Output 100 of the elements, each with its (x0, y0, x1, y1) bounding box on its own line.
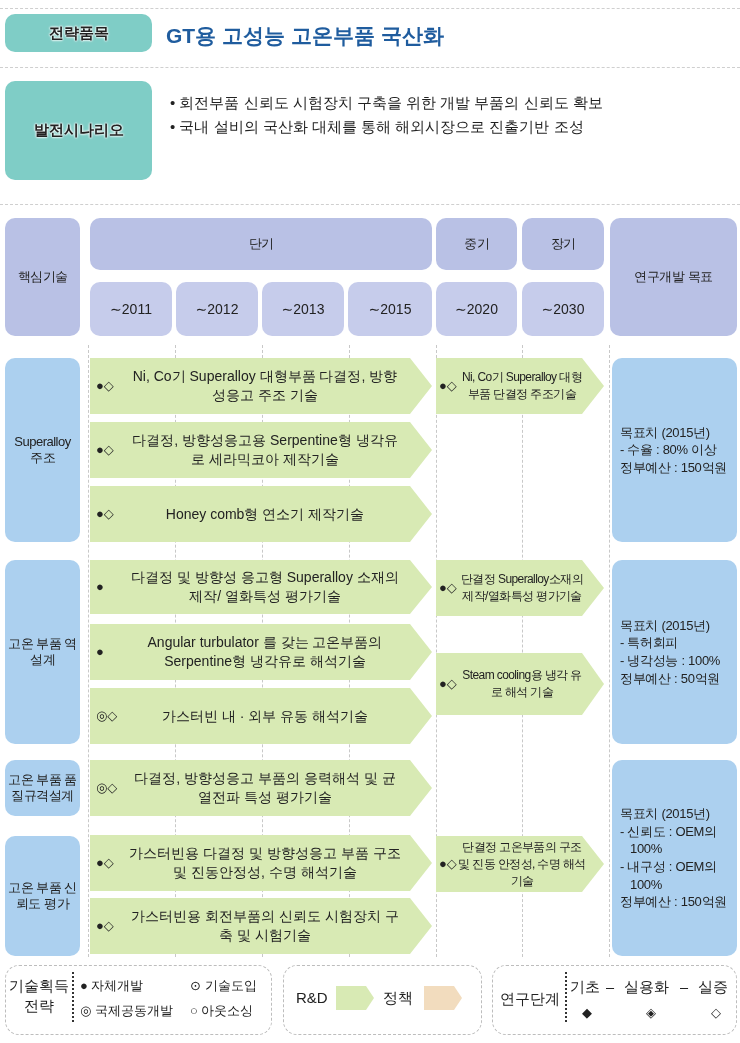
header-box (5, 218, 80, 336)
box-label: 전략품목 (48, 22, 109, 43)
legend-label: 정책 (383, 988, 413, 1008)
box-label: 핵심기술 (16, 268, 69, 286)
category-box (5, 358, 80, 542)
stage-label: 실증 (698, 978, 729, 997)
period-box (176, 282, 258, 336)
box-label: 발전시나리오 (33, 120, 124, 141)
box-label: Superalloy 주조 (13, 433, 72, 467)
box-label: ∼2011 (110, 299, 152, 319)
period-box (522, 282, 604, 336)
stage-separator: – (680, 978, 690, 997)
technology-text: 단결정 Superalloy소재의 제작/열화특성 평가기술 (460, 571, 584, 605)
chevron-bar (436, 653, 604, 715)
technology-text: Ni, Co기 Superalloy 대형 부품 단결정 주조기술 (460, 369, 584, 403)
strategy-marker: ●◇ (439, 579, 457, 597)
chevron-bar (436, 836, 604, 892)
chevron-bar (436, 560, 604, 616)
stage-symbol: ◇ (710, 1004, 722, 1022)
period-box (90, 282, 172, 336)
technology-text: 다결정, 방향성응고 부품의 응력해석 및 균열전파 특성 평가기술 (133, 769, 397, 807)
strategy-marker: ◎◇ (96, 707, 118, 725)
box-label: ∼2015 (368, 299, 412, 319)
strategy-marker: ●◇ (96, 377, 114, 395)
box-label: ∼2030 (541, 299, 585, 319)
goal-heading: 목표치 (2015년) (619, 423, 711, 442)
header-box (90, 218, 432, 270)
legend-item: ⊙ 기술도입 (190, 977, 258, 995)
chevron-bar (90, 560, 432, 614)
box-label: ∼2020 (455, 299, 498, 319)
goal-text: - 내구성 : OEM의 100% (619, 858, 718, 894)
strategy-marker: ●◇ (96, 441, 114, 459)
category-box (5, 836, 80, 956)
category-box (5, 760, 80, 816)
box-label: 고온 부품 역설계 (7, 635, 78, 669)
legend-heading: 기술획득 전략 (8, 977, 70, 1016)
legend-heading: 연구단계 (499, 990, 561, 1009)
strategy-marker: ● (96, 643, 104, 661)
technology-text: 다결정 및 방향성 응고형 Superalloy 소재의 제작/ 열화특성 평가기술 (130, 568, 400, 606)
legend-item: ◎ 국제공동개발 (80, 1002, 174, 1020)
goal-box (612, 560, 737, 744)
period-box (262, 282, 344, 336)
header-box (610, 218, 737, 336)
goal-box (612, 358, 737, 542)
header-box (436, 218, 517, 270)
strategy-marker: ●◇ (439, 675, 457, 693)
goal-text: - 냉각성능 : 100% (619, 652, 722, 670)
chevron-bar (90, 486, 432, 542)
box-label: 고온 부품 품질규격설계 (7, 771, 78, 805)
chevron-bar (90, 358, 432, 414)
technology-text: 가스터빈 내 · 외부 유동 해석기술 (160, 706, 370, 726)
period-box (348, 282, 432, 336)
header-box (522, 218, 604, 270)
goal-text: - 수율 : 80% 이상 (619, 441, 718, 459)
legend-item: ○ 아웃소싱 (190, 1002, 255, 1020)
technology-text: Steam cooling용 냉각 유로 해석 기술 (461, 667, 583, 701)
chevron-bar (90, 898, 432, 954)
technology-text: Angular turbulator 를 갖는 고온부품의 Serpentine형 냉각유로 해석기술 (146, 633, 384, 671)
chevron-bar (436, 358, 604, 414)
stage-label: 실용화 (624, 978, 670, 997)
box-label: 연구개발 목표 (633, 268, 714, 286)
goal-text: 정부예산 : 150억원 (619, 458, 728, 477)
strategy-marker: ●◇ (96, 917, 114, 935)
chevron-bar (90, 422, 432, 478)
chevron-bar (90, 760, 432, 816)
strategy-marker: ●◇ (96, 505, 114, 523)
technology-text: Honey comb형 연소기 제작기술 (164, 504, 366, 524)
legend-label: R&D (296, 988, 328, 1008)
category-box (5, 560, 80, 744)
strategy-marker: ●◇ (96, 854, 114, 872)
chevron-bar (90, 688, 432, 744)
stage-symbol: ◆ (581, 1004, 593, 1022)
scenario-bullet: • 회전부품 신뢰도 시험장치 구축을 위한 개발 부품의 신뢰도 확보 (170, 93, 604, 113)
box-label: ∼2013 (281, 299, 325, 319)
chevron-bar (90, 624, 432, 680)
goal-heading: 목표치 (2015년) (619, 616, 711, 635)
scenario-bullet: • 국내 설비의 국산화 대체를 통해 해외시장으로 진출기반 조성 (170, 117, 585, 137)
stage-symbol: ◈ (645, 1004, 657, 1022)
box-label: 장기 (549, 235, 577, 253)
strategy-marker: ●◇ (439, 377, 457, 395)
category-box (5, 81, 152, 180)
box-label: 단기 (247, 235, 275, 253)
period-box (436, 282, 517, 336)
goal-text: - 신뢰도 : OEM의 100% (619, 822, 718, 858)
legend-item: ● 자체개발 (80, 977, 145, 995)
stage-label: 기초 (570, 978, 601, 997)
box-label: 고온 부품 신뢰도 평가 (7, 879, 78, 913)
goal-box (612, 760, 737, 956)
strategy-marker: ● (96, 578, 104, 596)
category-box (5, 14, 152, 52)
technology-text: 가스터빈용 다결정 및 방향성응고 부품 구조 및 진동안정성, 수명 해석기술 (128, 844, 402, 882)
goal-heading: 목표치 (2015년) (619, 805, 711, 823)
technology-text: 단결정 고온부품의 구조 및 진동 안정성, 수명 해석기술 (458, 838, 586, 890)
technology-text: 다결정, 방향성응고용 Serpentine형 냉각유로 세라믹코아 제작기술 (131, 431, 399, 469)
box-label: 중기 (463, 235, 490, 253)
goal-text: 정부예산 : 50억원 (619, 669, 721, 688)
stage-separator: – (606, 978, 616, 997)
goal-text: 정부예산 : 150억원 (619, 893, 728, 911)
strategy-marker: ●◇ (439, 855, 457, 873)
technology-text: Ni, Co기 Superalloy 대형부품 다결정, 방향성응고 주조 기술 (131, 367, 399, 405)
